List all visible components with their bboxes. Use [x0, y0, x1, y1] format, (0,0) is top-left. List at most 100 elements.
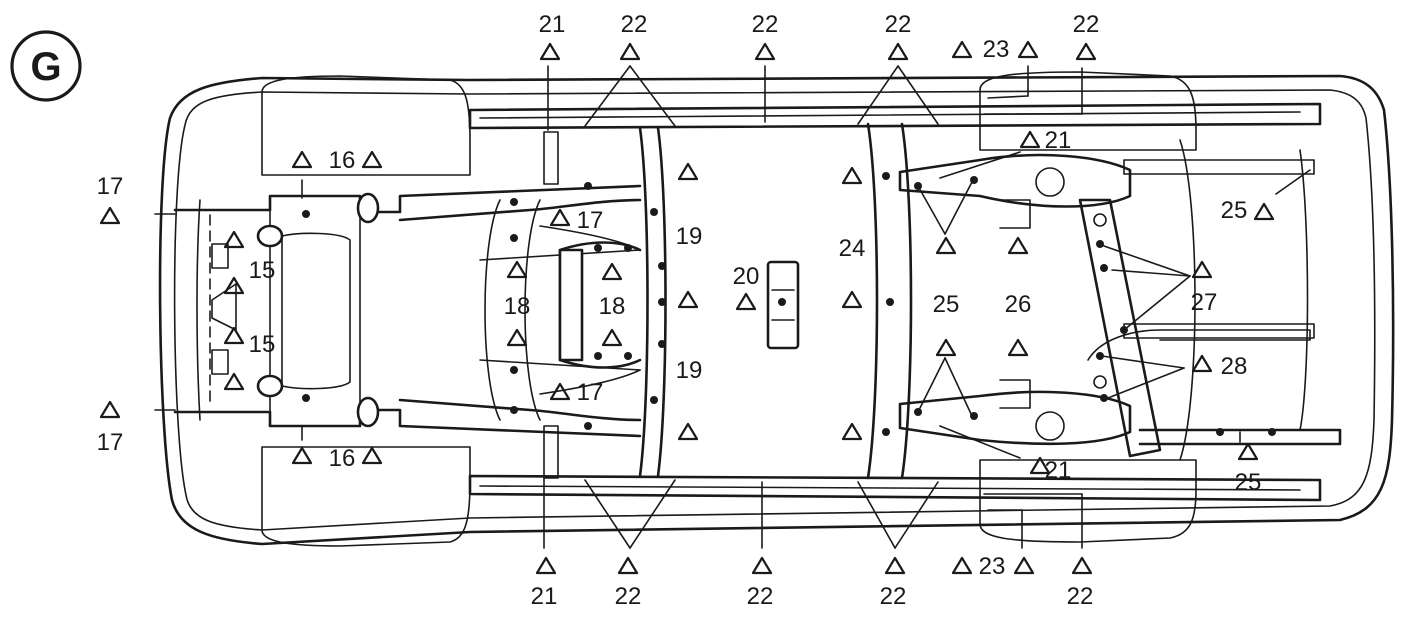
right-arm-hole	[1035, 411, 1065, 441]
seal-point-dot	[778, 298, 786, 306]
seal-triangle-marker	[361, 150, 383, 169]
label-22-h: 22	[1067, 583, 1094, 610]
left-diag-brace	[539, 225, 641, 251]
rear-right-bracket	[999, 379, 1031, 409]
seal-triangle-marker	[223, 326, 245, 345]
label-22-e: 22	[615, 583, 642, 610]
seal-triangle-marker	[1075, 42, 1097, 61]
seal-triangle-marker	[617, 556, 639, 575]
seal-triangle-marker	[601, 328, 623, 347]
label-18-left: 18	[504, 293, 531, 320]
seal-triangle-marker	[99, 206, 121, 225]
label-25-rear-bottom: 25	[1235, 469, 1262, 496]
seal-point-dot	[302, 210, 310, 218]
seal-triangle-marker	[754, 42, 776, 61]
seal-point-dot	[510, 366, 518, 374]
label-25-rear-top: 25	[1221, 197, 1248, 224]
right-diag-brace	[539, 369, 641, 395]
seal-point-dot	[650, 208, 658, 216]
right-sill-seam	[479, 485, 1301, 491]
seal-point-dot	[1096, 352, 1104, 360]
left-trailing-arm	[898, 153, 1132, 208]
seal-triangle-marker	[677, 162, 699, 181]
label-15-top: 15	[249, 257, 276, 284]
label-19-bottom: 19	[676, 357, 703, 384]
label-15-bottom: 15	[249, 331, 276, 358]
label-22-d: 22	[1073, 11, 1100, 38]
seal-point-dot	[1216, 428, 1224, 436]
seal-point-dot	[594, 352, 602, 360]
rear-diagonal-strut	[1078, 198, 1162, 458]
seal-points	[302, 172, 1276, 436]
seal-triangle-marker	[887, 42, 909, 61]
strut-hole-upper	[1093, 213, 1107, 227]
label-23-bottom: 23	[979, 553, 1006, 580]
seal-triangle-marker	[1007, 236, 1029, 255]
front-frame-left-rail	[173, 184, 642, 214]
ptr-28-a	[1101, 355, 1185, 369]
seal-triangle-marker	[1237, 442, 1259, 461]
seal-point-dot	[584, 182, 592, 190]
label-21-rear-bottom: 21	[1045, 457, 1072, 484]
rear-inner-curve	[1299, 149, 1309, 431]
seal-point-dot	[1100, 264, 1108, 272]
crossmember-24	[866, 122, 879, 480]
seal-triangle-marker	[506, 260, 528, 279]
rear-right-bar	[1123, 323, 1315, 339]
seal-triangle-marker	[291, 446, 313, 465]
label-17-top: 17	[97, 173, 124, 200]
seal-triangle-marker	[361, 446, 383, 465]
floor-pan	[479, 131, 800, 479]
label-22-b: 22	[752, 11, 779, 38]
seal-triangle-marker	[1191, 260, 1213, 279]
ptr-22-a-left	[584, 65, 631, 127]
seal-point-dot	[302, 394, 310, 402]
seal-triangle-marker	[935, 338, 957, 357]
label-16-bottom: 16	[329, 445, 356, 472]
sills	[468, 102, 1322, 502]
label-22-a: 22	[621, 11, 648, 38]
label-27: 27	[1191, 289, 1218, 316]
rear-floor-rail	[1138, 428, 1342, 446]
seal-triangle-marker	[223, 372, 245, 391]
seal-point-dot	[650, 396, 658, 404]
seal-triangle-marker	[1019, 130, 1041, 149]
left-jack-point	[543, 131, 559, 185]
seal-point-dot	[510, 406, 518, 414]
seal-triangle-marker	[619, 42, 641, 61]
label-22-f: 22	[747, 583, 774, 610]
label-25-floor: 25	[933, 291, 960, 318]
ptr-25-a-left	[917, 185, 946, 235]
rear-left-bar	[1123, 159, 1315, 175]
ptr-22-f-left	[857, 481, 896, 549]
ptr-23-a-horiz	[987, 95, 1029, 99]
label-18-right: 18	[599, 293, 626, 320]
seal-triangle-marker	[1071, 556, 1093, 575]
rear-axle	[898, 139, 1342, 461]
seal-triangle-marker	[1017, 40, 1039, 59]
label-22-c: 22	[885, 11, 912, 38]
right-trailing-arm	[898, 390, 1132, 446]
seal-point-dot	[510, 198, 518, 206]
rear-right-wheel	[979, 459, 1197, 543]
seal-triangle-marker	[841, 290, 863, 309]
front-clip-upper	[211, 243, 229, 269]
label-22-g: 22	[880, 583, 907, 610]
seal-triangle-marker	[1007, 338, 1029, 357]
ptr-22-c-left	[857, 65, 899, 125]
seal-point-dot	[970, 412, 978, 420]
seal-triangle-marker	[539, 42, 561, 61]
label-17-bottom: 17	[97, 429, 124, 456]
seal-triangle-marker	[841, 422, 863, 441]
rear-left-bracket	[999, 199, 1031, 229]
seal-triangle-marker	[549, 382, 571, 401]
label-17-inner-top: 17	[577, 207, 604, 234]
crossmember-19	[638, 126, 649, 478]
seal-point-dot	[882, 428, 890, 436]
ptr-21-d	[939, 425, 1021, 459]
front-right-bushing	[356, 396, 380, 428]
seal-triangle-marker	[841, 166, 863, 185]
label-24: 24	[839, 235, 866, 262]
left-sill	[468, 102, 1322, 130]
seal-triangle-marker	[951, 556, 973, 575]
